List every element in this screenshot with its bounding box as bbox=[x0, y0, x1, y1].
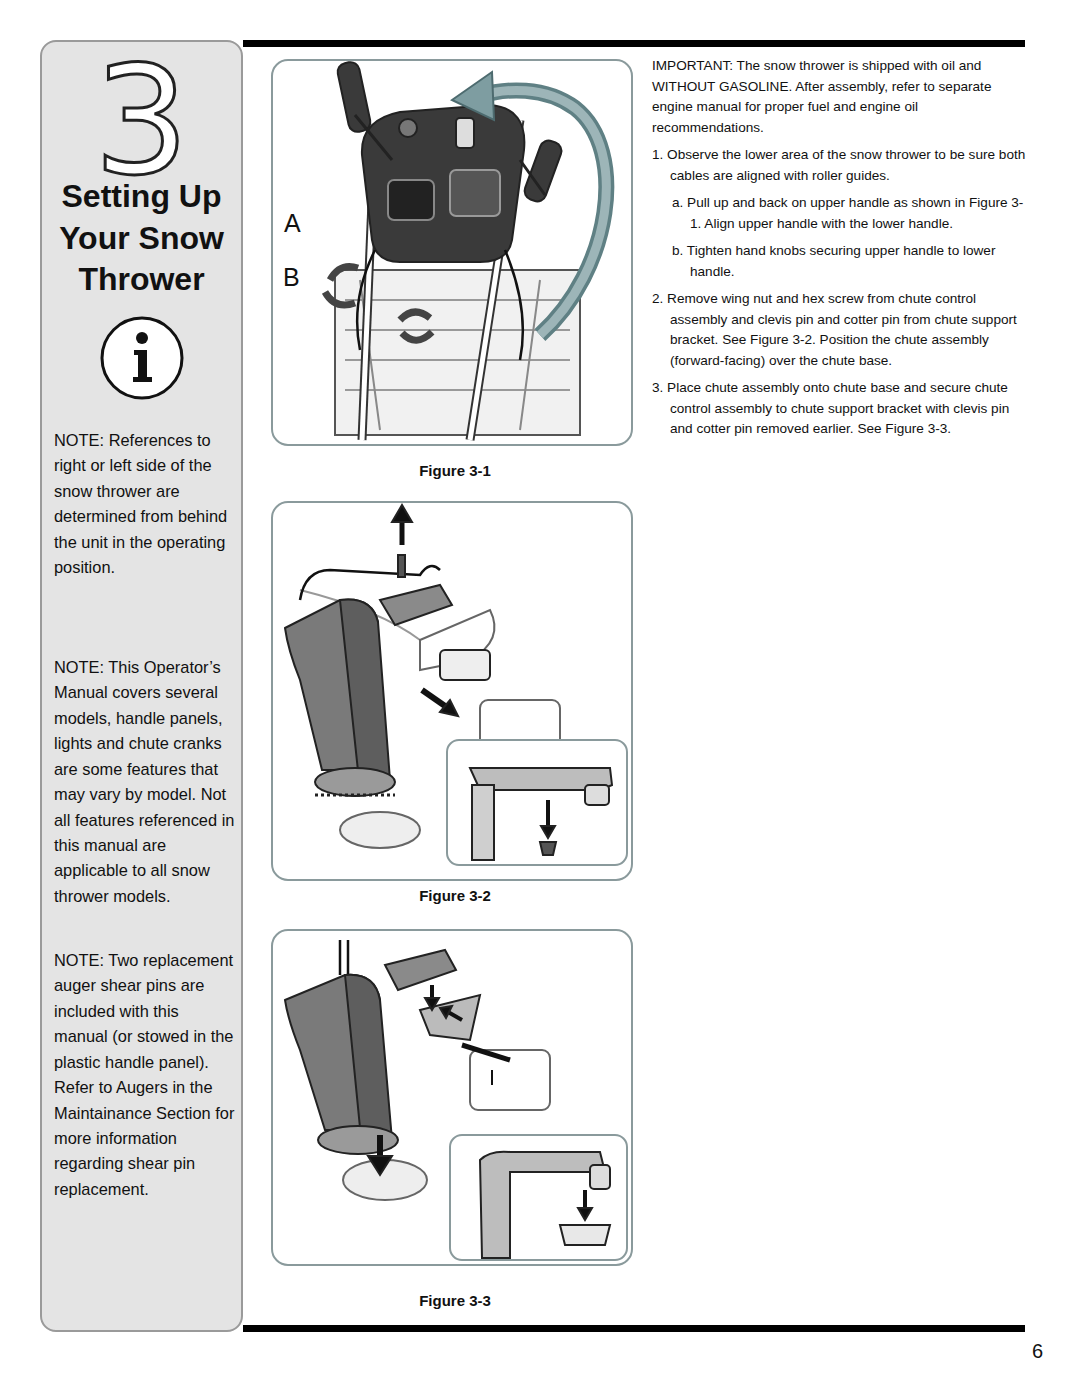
info-icon-stem bbox=[133, 350, 152, 382]
sidebar-panel: 3Setting Up Your Snow ThrowerNOTE: Refer… bbox=[40, 40, 243, 1332]
instruction-step: 1. Observe the lower area of the snow th… bbox=[652, 145, 1026, 186]
instruction-text: IMPORTANT: The snow thrower is shipped w… bbox=[652, 56, 1026, 138]
figure-callout: A bbox=[284, 208, 301, 238]
curved-arrow bbox=[452, 72, 606, 335]
figure-frame bbox=[272, 502, 632, 880]
chute-illustration bbox=[285, 940, 627, 1260]
note-text: NOTE: Two replacement auger shear pins a… bbox=[54, 948, 236, 1202]
instruction-column: IMPORTANT: The snow thrower is shipped w… bbox=[652, 56, 1026, 447]
section-title: Setting Up Your Snow Thrower bbox=[46, 176, 237, 301]
instruction-substep: b. Tighten hand knobs securing upper han… bbox=[652, 241, 1026, 282]
chute-illustration bbox=[285, 505, 627, 865]
top-rule bbox=[243, 40, 1025, 47]
note-text: NOTE: This Operator’s Manual covers seve… bbox=[54, 655, 236, 909]
info-icon-ring bbox=[102, 318, 182, 398]
instruction-step: 3. Place chute assembly onto chute base … bbox=[652, 378, 1026, 440]
instruction-step: 2. Remove wing nut and hex screw from ch… bbox=[652, 289, 1026, 371]
chapter-number: 3 bbox=[42, 46, 241, 196]
figure-caption: Figure 3-3 bbox=[395, 1292, 515, 1310]
info-icon-dot bbox=[136, 332, 148, 344]
figure-frame bbox=[272, 60, 632, 445]
info-icon bbox=[97, 313, 187, 403]
page-number: 6 bbox=[1032, 1339, 1043, 1363]
instruction-substep: a. Pull up and back on upper handle as s… bbox=[652, 193, 1026, 234]
handle-illustration bbox=[325, 60, 580, 440]
figure-frame bbox=[272, 930, 632, 1265]
note-text: NOTE: References to right or left side o… bbox=[54, 428, 236, 581]
figure-caption: Figure 3-2 bbox=[395, 887, 515, 905]
figure-caption: Figure 3-1 bbox=[395, 462, 515, 480]
figure-callout: B bbox=[283, 262, 300, 292]
bottom-rule bbox=[243, 1325, 1025, 1332]
